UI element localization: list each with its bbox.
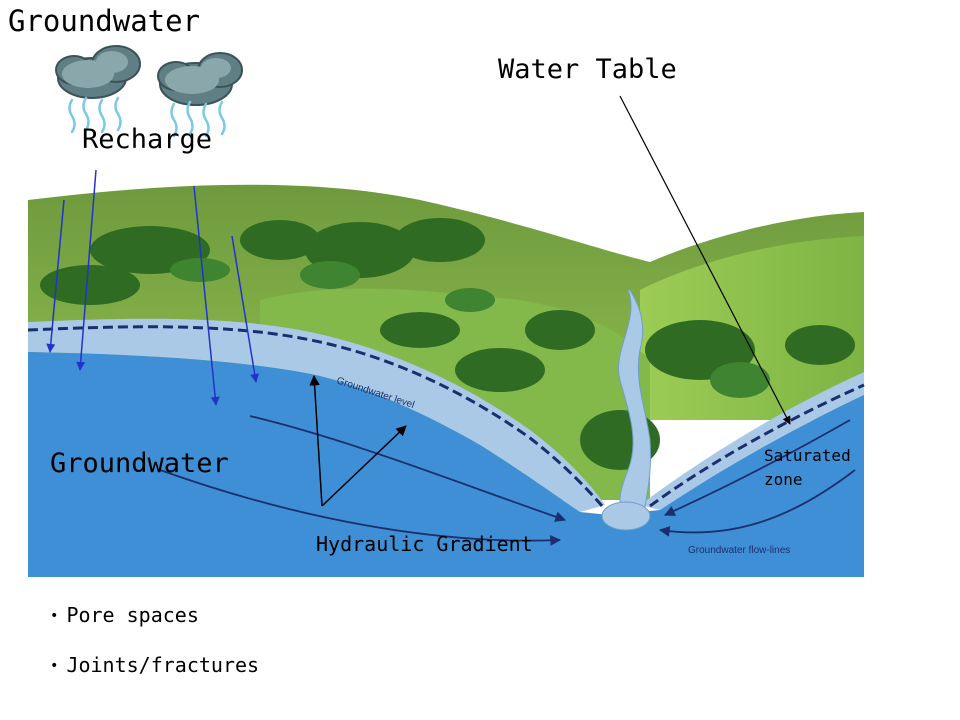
list-item: Joints/fractures <box>50 648 259 698</box>
groundwater-label: Groundwater <box>50 448 229 479</box>
landscape-panel: Groundwater level Groundwater flow-lines <box>27 165 865 577</box>
saturated-zone-line2: zone <box>764 470 803 489</box>
recharge-arrow <box>231 235 260 383</box>
page-title: Groundwater <box>8 4 201 38</box>
bullet-list: Pore spaces Joints/fractures <box>50 598 259 698</box>
water-table-pointer <box>619 95 791 425</box>
recharge-arrows <box>46 169 260 406</box>
rain-icon <box>68 96 226 138</box>
saturated-zone-line1: Saturated <box>764 446 851 465</box>
cloud-icon <box>157 52 243 106</box>
recharge-arrow <box>193 185 220 406</box>
cloud-icon <box>55 45 141 99</box>
water-table-label: Water Table <box>498 54 677 85</box>
saturated-zone-label: Saturated zone <box>764 444 894 492</box>
recharge-label: Recharge <box>82 124 213 155</box>
hydraulic-gradient-label: Hydraulic Gradient <box>316 532 533 556</box>
hydraulic-gradient-pointers <box>309 374 407 507</box>
groundwater-flow-lines-label: Groundwater flow-lines <box>688 545 790 556</box>
recharge-arrow <box>46 199 65 353</box>
list-item: Pore spaces <box>50 598 259 648</box>
recharge-arrow <box>76 169 97 371</box>
